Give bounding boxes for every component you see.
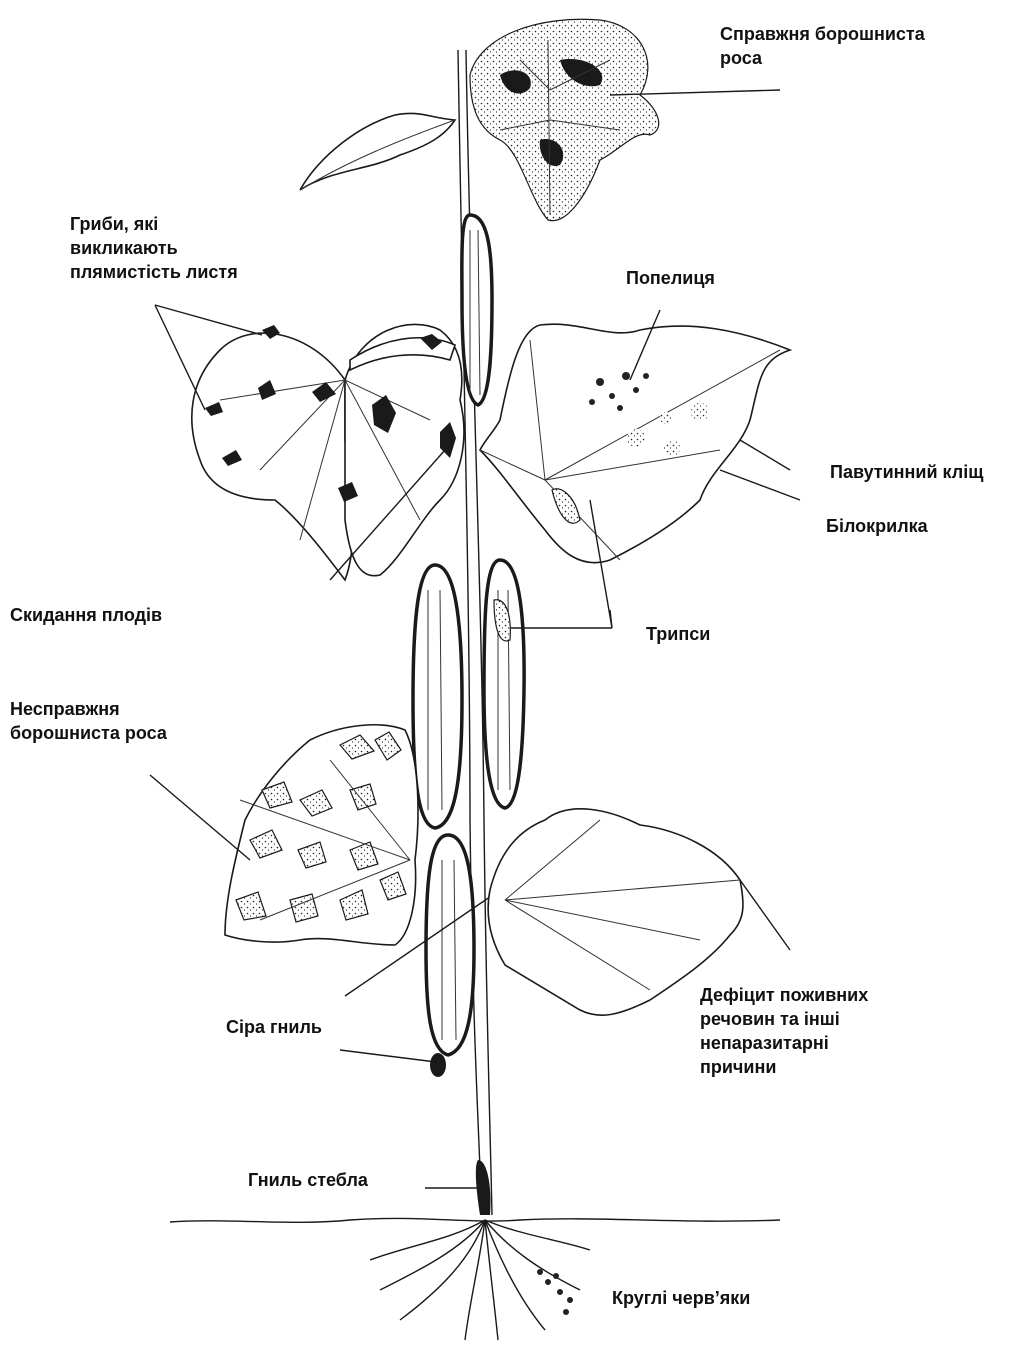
top-fruit (462, 215, 492, 405)
label-thrips: Трипси (646, 622, 710, 646)
leaf-spot-leaves (155, 305, 464, 580)
stem-rot-lesion (425, 1160, 491, 1215)
label-gray-mold: Сіра гниль (226, 1015, 322, 1039)
label-spider-mite: Павутинний кліщ (830, 460, 983, 484)
label-downy-mildew: Несправжня борошниста роса (10, 697, 167, 745)
root-system (370, 1220, 590, 1340)
label-nutrient-deficiency: Дефіцит поживних речовин та інші непараз… (700, 983, 868, 1079)
label-fruit-drop: Скидання плодів (10, 603, 162, 627)
label-stem-rot: Гниль стебла (248, 1168, 368, 1192)
label-leaf-spot-fungi: Гриби, які викликають плямистість листя (70, 212, 238, 284)
label-nematodes: Круглі черв’яки (612, 1286, 750, 1310)
soil-line (170, 1218, 780, 1222)
downy-mildew-leaf (150, 725, 418, 945)
nematode-galls (537, 1269, 573, 1315)
label-whitefly: Білокрилка (826, 514, 928, 538)
upper-left-leaf (300, 113, 455, 190)
label-true-powdery-mildew: Справжня борошниста роса (720, 22, 925, 70)
label-aphids: Попелиця (626, 266, 715, 290)
right-pest-leaf (480, 310, 800, 563)
